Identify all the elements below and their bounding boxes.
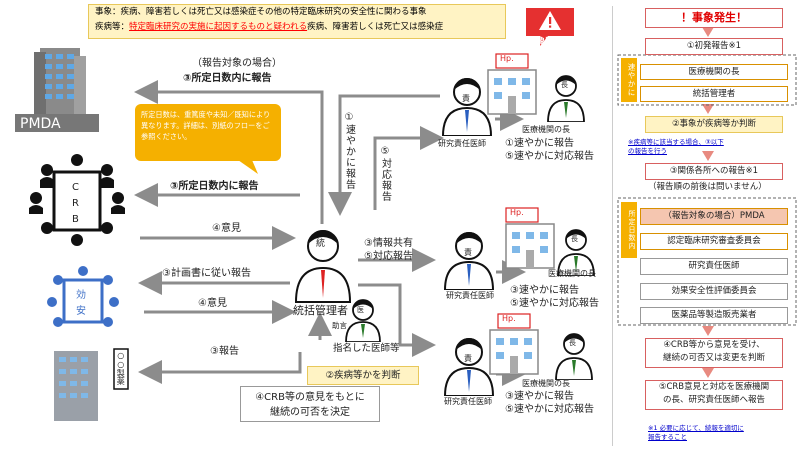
flow-step4-line1: ④CRB等から意見を受け、 (663, 340, 765, 350)
doctor-badge: 医 (357, 306, 364, 314)
head-2-label: 医療機関の長 (548, 269, 596, 278)
flow-panel-arrows (617, 27, 797, 378)
edge-report-pmda-1: （報告対象の場合） (192, 58, 282, 69)
head-3-icon (555, 333, 593, 380)
flow-step3: ③関係各所への報告※1 (645, 163, 783, 180)
crb-label-c: C (72, 182, 79, 193)
flow-step2-note-2: の報告を行う (628, 147, 667, 155)
investigator-1-badge: 責 (462, 94, 470, 103)
flow-tag-prompt: 速やかに (621, 58, 637, 102)
edge-plan-report: ③計画書に従い報告 (162, 268, 251, 279)
flow-tag-days: 所定日数内 (621, 202, 637, 258)
head-3-label: 医療機関の長 (522, 379, 570, 388)
head-1-icon (547, 75, 585, 122)
edge-opinion-crb: ④意見 (212, 223, 241, 234)
site1-report-2: ⑤速やかに対応報告 (505, 151, 594, 162)
flow-step1-coordinator: 統括管理者 (640, 86, 788, 102)
flow-footnote-1: ※1 必要に応じて、続報を適切に (648, 424, 744, 432)
kouan-label-1: 効 (76, 290, 86, 301)
investigator-3-badge: 責 (464, 354, 472, 363)
head-1-badge: 長 (561, 81, 568, 89)
site2-report-1: ③速やかに報告 (510, 285, 579, 296)
designated-doctor-label: 指名した医師等 (333, 343, 400, 354)
hospital-3-hp: Hp. (502, 314, 516, 323)
kouan-label-2: 安 (76, 306, 86, 317)
designated-doctor-icon (345, 299, 381, 342)
investigator-1-icon (441, 78, 493, 136)
investigator-3-label: 研究責任医師 (444, 397, 492, 406)
flow-step1: ①初発報告※1 (645, 38, 783, 55)
flow-step4-line2: 継続の可否又は変更を判断 (662, 353, 765, 363)
flow-footnote-2: 報告すること (648, 433, 687, 441)
site3-report-2: ⑤速やかに対応報告 (505, 404, 594, 415)
coordinator-icon (294, 230, 352, 303)
crb-label-r: R (72, 198, 79, 209)
flow-step3-sub: （報告順の前後は問いません） (648, 182, 767, 192)
event-definition: 事象：疾病、障害若しくは死亡又は感染症その他の特定臨床研究の安全性に関わる事象 (95, 7, 427, 17)
head-3-badge: 長 (569, 339, 576, 347)
decision-box: ④CRB等の意見をもとに 継続の可否を決定 (240, 386, 380, 422)
site1-report-1: ①速やかに報告 (505, 138, 574, 149)
decision-box-line2: 継続の可否を決定 (270, 407, 350, 418)
hospital-1-icon (487, 53, 537, 115)
site2-report-2: ⑤速やかに対応報告 (510, 298, 599, 309)
head-2-badge: 長 (571, 235, 578, 243)
hospital-2-icon (505, 207, 555, 269)
company-building-icon (54, 348, 129, 421)
investigator-3-icon (443, 338, 495, 396)
flow-step2: ②事象が疾病等か判断 (645, 116, 783, 133)
flow-step5-line2: の長、研究責任医師へ報告 (662, 395, 765, 405)
advice-label: 助言 (332, 321, 347, 330)
hospital-2-hp: Hp. (510, 208, 524, 217)
flow-step2-note-1: ※疾病等に該当する場合、③以下 (628, 138, 724, 146)
site3-report-1: ③速やかに報告 (505, 391, 574, 402)
crb-meeting-icon (29, 154, 125, 246)
investigator-1-label: 研究責任医師 (438, 139, 486, 148)
head-1-label: 医療機関の長 (522, 125, 570, 134)
pmda-label: PMDA (20, 116, 61, 132)
flow-step4: ④CRB等から意見を受け、 継続の可否又は変更を判断 (645, 338, 783, 368)
investigator-2-badge: 責 (464, 248, 472, 257)
edge-info-share-2: ⑤対応報告 (364, 251, 413, 262)
coordinator-label: 統括管理者 (293, 304, 348, 317)
callout-tail (238, 160, 258, 174)
edge-report-pmda-2: ③所定日数内に報告 (183, 73, 272, 84)
edge-report-company: ③報告 (210, 346, 239, 357)
investigator-2-icon (443, 232, 495, 290)
edge-opinion-kouan: ④意見 (198, 298, 227, 309)
panel-divider (612, 6, 613, 446)
flow-step3-kouan: 効果安全性評価委員会 (640, 283, 788, 300)
flow-step3-company: 医薬品等製造販売業者 (640, 307, 788, 324)
edge-respond-report: ⑤対応報告 (379, 146, 391, 202)
days-callout: 所定日数は、重篤度や未知／既知により異なります。詳細は、別紙のフローをご参照くだ… (135, 104, 281, 161)
investigator-2-label: 研究責任医師 (446, 291, 494, 300)
flow-start: ！事象発生！ (645, 8, 783, 28)
flow-step3-crb: 認定臨床研究審査委員会 (640, 233, 788, 250)
edge-info-share-1: ③情報共有 (364, 238, 413, 249)
edge-report-crb: ③所定日数内に報告 (170, 181, 259, 192)
definition-note: 事象：疾病、障害若しくは死亡又は感染症その他の特定臨床研究の安全性に関わる事象 … (88, 4, 506, 39)
flow-step3-investigator: 研究責任医師 (640, 258, 788, 275)
head-2-icon (557, 229, 595, 276)
hospital-3-icon (489, 313, 539, 375)
edge-prompt-report: ①速やかに報告 (343, 112, 355, 190)
alert-label: 事象発生 (530, 36, 560, 45)
hospital-1-hp: Hp. (500, 54, 514, 63)
decision-box-line1: ④CRB等の意見をもとに (255, 392, 365, 403)
crb-label-b: B (72, 214, 79, 225)
safety-committee-icon (47, 266, 119, 327)
flow-step5: ⑤CRB意見と対応を医療機関 の長、研究責任医師へ報告 (645, 380, 783, 410)
company-label: ○○製薬 (116, 351, 126, 385)
pmda-building-icon (15, 48, 99, 132)
alert-icon (526, 8, 574, 46)
flow-step3-pmda: （報告対象の場合）PMDA (640, 208, 788, 225)
judge-pill: ②疾病等かを判断 (307, 366, 419, 385)
flow-step1-head: 医療機関の長 (640, 64, 788, 80)
disease-definition: 疾病等：特定臨床研究の実施に起因するものと疑われる疾病、障害若しくは死亡又は感染… (95, 22, 444, 32)
flow-step5-line1: ⑤CRB意見と対応を医療機関 (658, 382, 770, 392)
coordinator-badge: 統 (316, 239, 326, 249)
